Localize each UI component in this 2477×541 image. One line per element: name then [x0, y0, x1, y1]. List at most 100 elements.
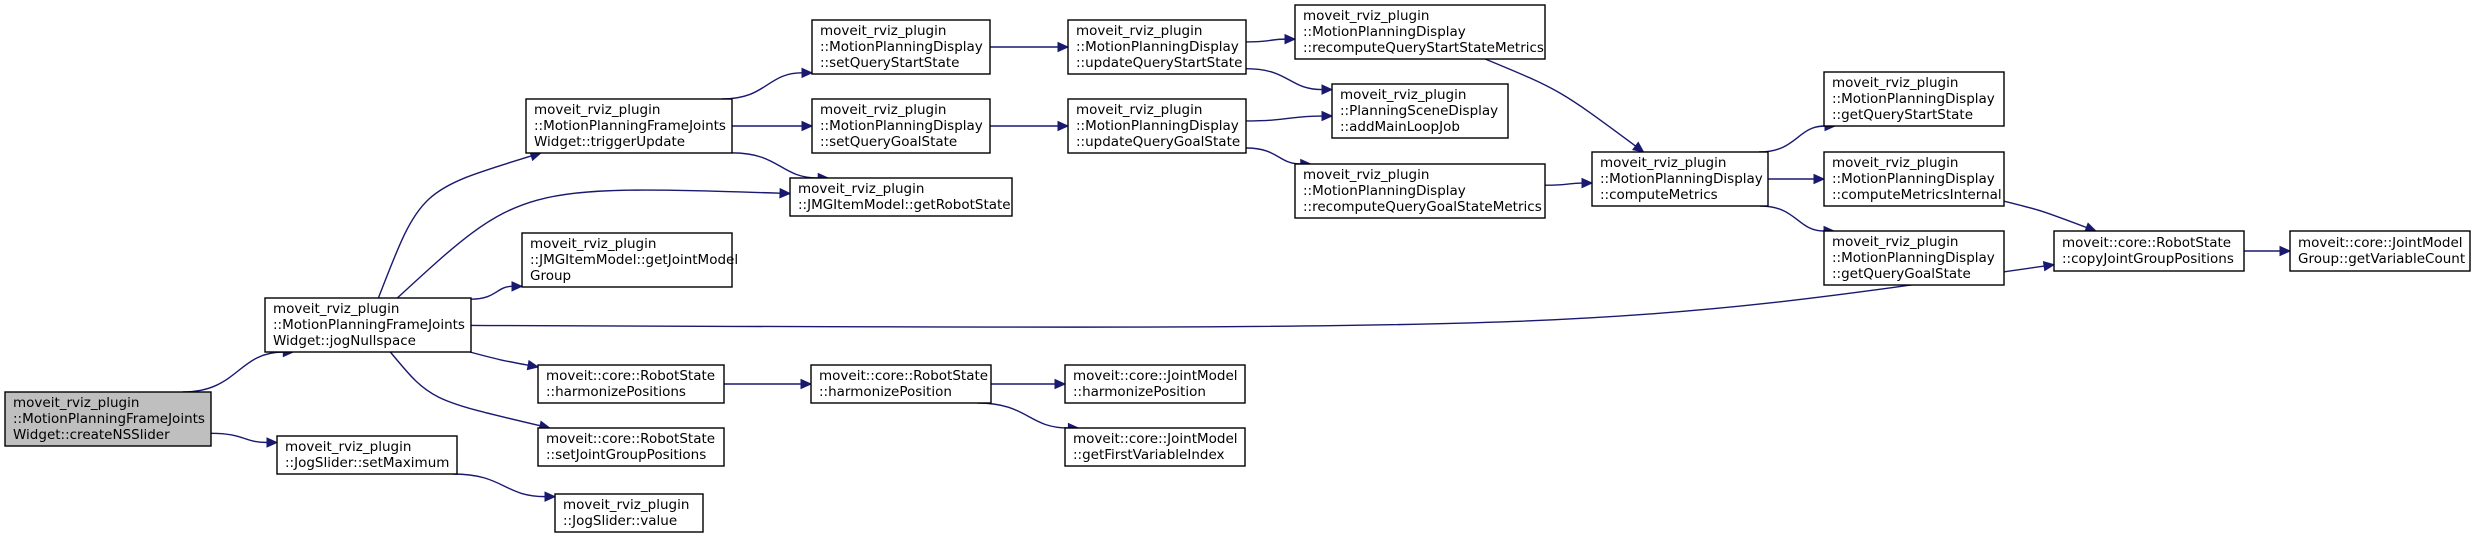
node-label-line: moveit_rviz_plugin: [1303, 8, 1429, 24]
call-edge: [723, 378, 813, 390]
graph-node[interactable]: moveit_rviz_plugin::MotionPlanningDispla…: [1823, 71, 2005, 127]
call-edge: [389, 351, 551, 431]
call-edge: [1768, 173, 1826, 185]
graph-node[interactable]: moveit::core::RobotState::copyJointGroup…: [2053, 230, 2245, 272]
edge-line: [396, 189, 781, 299]
graph-node[interactable]: moveit_rviz_plugin::MotionPlanningDispla…: [1591, 151, 1769, 207]
edge-line: [470, 285, 513, 300]
node-label-line: ::updateQueryGoalState: [1076, 134, 1240, 150]
node-box: [1064, 427, 1246, 467]
node-label-line: moveit_rviz_plugin: [1340, 87, 1466, 103]
graph-node[interactable]: moveit::core::JointModel::getFirstVariab…: [1064, 427, 1246, 467]
node-box: [1294, 163, 1546, 219]
arrowhead: [2042, 260, 2056, 272]
graph-node[interactable]: moveit_rviz_plugin::MotionPlanningDispla…: [1294, 163, 1546, 219]
node-label-line: ::getQueryGoalState: [1832, 266, 1971, 282]
call-edge: [721, 67, 814, 100]
graph-node[interactable]: moveit_rviz_plugin::JMGItemModel::getRob…: [789, 177, 1013, 217]
graph-node[interactable]: moveit_rviz_plugin::MotionPlanningFrameJ…: [4, 391, 212, 447]
call-edge: [1759, 205, 1836, 237]
node-label-line: Group::getVariableCount: [2298, 251, 2465, 267]
arrowhead: [511, 281, 524, 292]
graph-node[interactable]: moveit_rviz_plugin::MotionPlanningDispla…: [1823, 151, 2005, 207]
node-label-line: moveit_rviz_plugin: [1832, 234, 1958, 250]
node-label-line: ::MotionPlanningFrameJoints: [13, 411, 205, 427]
graph-node[interactable]: moveit_rviz_plugin::JogSlider::value: [554, 493, 704, 533]
node-box: [4, 391, 212, 447]
graph-node[interactable]: moveit_rviz_plugin::PlanningSceneDisplay…: [1331, 83, 1509, 139]
graph-node[interactable]: moveit::core::JointModel::harmonizePosit…: [1064, 364, 1246, 404]
node-label-line: ::MotionPlanningDisplay: [1600, 171, 1763, 187]
graph-node[interactable]: moveit_rviz_plugin::MotionPlanningDispla…: [1067, 19, 1247, 75]
node-label-line: moveit_rviz_plugin: [534, 102, 660, 118]
arrowhead: [801, 67, 814, 79]
node-label-line: moveit_rviz_plugin: [1832, 75, 1958, 91]
node-label-line: ::addMainLoopJob: [1340, 119, 1460, 135]
node-label-line: moveit::core::JointModel: [1073, 368, 1238, 384]
call-edge: [470, 260, 2056, 328]
graph-node[interactable]: moveit_rviz_plugin::MotionPlanningDispla…: [1067, 98, 1247, 154]
node-label-line: moveit_rviz_plugin: [1832, 155, 1958, 171]
node-label-line: ::MotionPlanningDisplay: [1303, 183, 1466, 199]
node-label-line: ::JMGItemModel::getRobotState: [798, 197, 1011, 213]
arrowhead: [1057, 120, 1070, 132]
edge-line: [1245, 67, 1323, 91]
node-label-line: ::JMGItemModel::getJointModel: [530, 252, 738, 268]
edge-line: [1544, 182, 1583, 186]
node-label-line: ::JogSlider::setMaximum: [285, 455, 449, 471]
node-label-line: ::JogSlider::value: [563, 513, 677, 529]
node-box: [811, 19, 991, 75]
graph-node[interactable]: moveit::core::RobotState::harmonizePosit…: [537, 364, 725, 404]
graph-node[interactable]: moveit::core::JointModelGroup::getVariab…: [2289, 230, 2471, 272]
graph-node[interactable]: moveit_rviz_plugin::MotionPlanningDispla…: [811, 19, 991, 75]
graph-node[interactable]: moveit_rviz_plugin::JMGItemModel::getJoi…: [521, 232, 738, 288]
node-label-line: ::computeMetricsInternal: [1832, 187, 2002, 203]
nodes-layer: moveit_rviz_plugin::MotionPlanningFrameJ…: [4, 4, 2471, 533]
node-label-line: moveit_rviz_plugin: [820, 102, 946, 118]
edge-line: [731, 152, 819, 179]
edge-line: [1245, 115, 1323, 122]
edge-line: [1758, 125, 1826, 153]
node-box: [1823, 230, 2005, 286]
call-edge: [210, 432, 279, 448]
arrowhead: [1813, 173, 1826, 185]
call-edge: [2244, 245, 2292, 257]
arrowhead: [1581, 177, 1594, 189]
node-label-line: moveit::core::JointModel: [2298, 235, 2463, 251]
node-label-line: ::getQueryStartState: [1832, 107, 1973, 123]
graph-node[interactable]: moveit_rviz_plugin::MotionPlanningFrameJ…: [264, 297, 472, 353]
node-label-line: moveit::core::RobotState: [546, 431, 715, 447]
graph-node[interactable]: moveit_rviz_plugin::MotionPlanningDispla…: [1294, 4, 1546, 60]
node-label-line: ::PlanningSceneDisplay: [1340, 103, 1498, 119]
node-label-line: ::MotionPlanningDisplay: [1832, 250, 1995, 266]
graph-node[interactable]: moveit_rviz_plugin::MotionPlanningDispla…: [1823, 230, 2005, 286]
node-label-line: ::MotionPlanningDisplay: [1832, 171, 1995, 187]
arrowhead: [1284, 33, 1297, 45]
node-box: [1067, 19, 1247, 75]
graph-node[interactable]: moveit::core::RobotState::setJointGroupP…: [537, 427, 725, 467]
call-edge: [396, 187, 792, 299]
graph-node[interactable]: moveit_rviz_plugin::MotionPlanningDispla…: [811, 98, 991, 154]
edge-line: [210, 432, 268, 444]
graph-node[interactable]: moveit_rviz_plugin::MotionPlanningFrameJ…: [525, 98, 733, 154]
graph-node[interactable]: moveit_rviz_plugin::JogSlider::setMaximu…: [276, 435, 458, 475]
node-label-line: moveit_rviz_plugin: [1303, 167, 1429, 183]
node-box: [2289, 230, 2471, 272]
node-label-line: Widget::jogNullspace: [273, 333, 416, 349]
edge-line: [1759, 205, 1825, 232]
node-box: [811, 98, 991, 154]
node-label-line: moveit_rviz_plugin: [820, 23, 946, 39]
arrowhead: [779, 187, 792, 199]
node-box: [554, 493, 704, 533]
graph-node[interactable]: moveit::core::RobotState::harmonizePosit…: [810, 364, 992, 404]
arrowhead: [2279, 245, 2292, 257]
arrowhead: [266, 437, 279, 448]
call-edge: [1245, 110, 1334, 122]
node-label-line: ::setQueryStartState: [820, 55, 959, 71]
edge-line: [1484, 58, 1636, 147]
node-box: [264, 297, 472, 353]
node-label-line: Widget::createNSSlider: [13, 427, 170, 443]
node-box: [537, 427, 725, 467]
edge-line: [389, 351, 541, 427]
call-edge: [1484, 58, 1645, 153]
